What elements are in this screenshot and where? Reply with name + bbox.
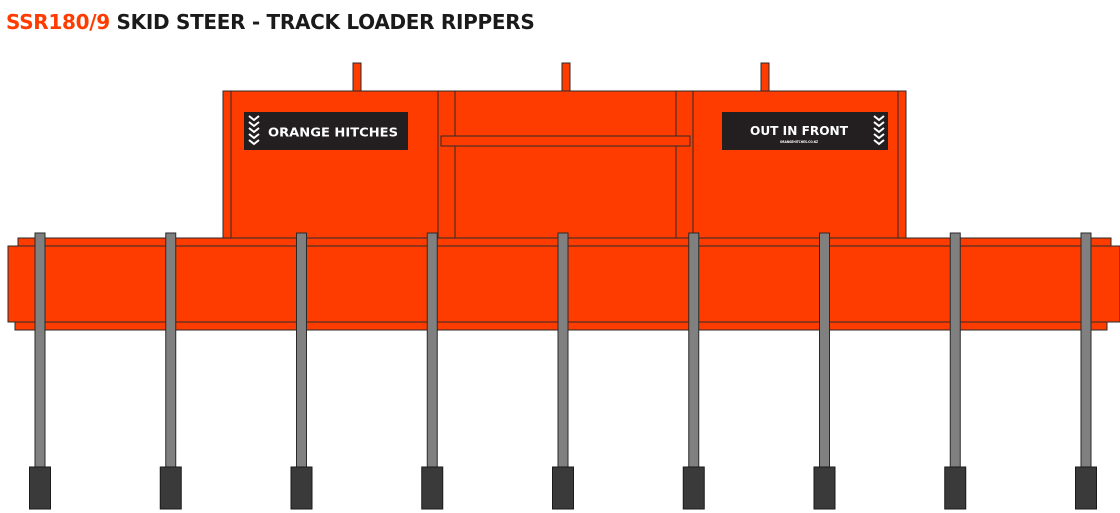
ripper-tine <box>29 232 51 510</box>
page-title: SSR180/9 SKID STEER - TRACK LOADER RIPPE… <box>6 9 535 35</box>
tine-tip <box>552 466 574 510</box>
orange-hitches-logo-text: ORANGE HITCHES <box>268 125 398 140</box>
tine-shank <box>426 232 438 469</box>
website-small-text: ORANGEHITCHES.CO.NZ <box>780 140 818 144</box>
mount-plate-left-edge <box>222 90 232 241</box>
product-description: SKID STEER - TRACK LOADER RIPPERS <box>109 10 535 34</box>
tine-tip <box>944 466 967 510</box>
tyre-tread-icon <box>248 115 260 146</box>
tine-shank <box>819 232 830 469</box>
decal-background <box>244 112 408 150</box>
tine-shank <box>688 232 700 469</box>
orange-hitches-decal: ORANGE HITCHES <box>244 112 408 150</box>
ripper-tine <box>290 232 313 510</box>
tine-shank <box>1080 232 1092 469</box>
tine-tip <box>421 466 444 510</box>
ripper-tine <box>421 232 444 510</box>
top-lugs <box>352 62 770 93</box>
model-number: SSR180/9 <box>6 10 110 34</box>
out-in-front-decal: OUT IN FRONT ORANGEHITCHES.CO.NZ <box>722 112 888 150</box>
tine-shank <box>165 232 177 469</box>
top-lug <box>561 62 571 93</box>
right-upright <box>675 90 694 241</box>
tine-tip <box>29 466 51 510</box>
ripper-tine <box>813 232 836 510</box>
tine-tip <box>682 466 705 510</box>
ripper-tine <box>944 232 967 510</box>
tine-shank <box>949 232 961 469</box>
top-lug <box>760 62 770 93</box>
tine-shank <box>34 232 46 469</box>
top-lug <box>352 62 362 93</box>
out-in-front-slogan: OUT IN FRONT <box>750 123 848 138</box>
tine-shank <box>557 232 569 469</box>
left-upright <box>437 90 456 241</box>
tine-tip <box>290 466 313 510</box>
ripper-tine <box>682 232 705 510</box>
tine-shank <box>296 232 307 469</box>
cross-brace <box>440 135 691 147</box>
tyre-tread-icon <box>873 115 885 146</box>
tine-tip <box>159 466 182 510</box>
ripper-tines <box>29 232 1097 510</box>
tine-tip <box>813 466 836 510</box>
tine-tip <box>1075 466 1097 510</box>
ripper-tine <box>552 232 574 510</box>
ripper-tine <box>159 232 182 510</box>
mount-plate-right-edge <box>897 90 907 241</box>
decal-background <box>722 112 888 150</box>
ripper-tine <box>1075 232 1097 510</box>
